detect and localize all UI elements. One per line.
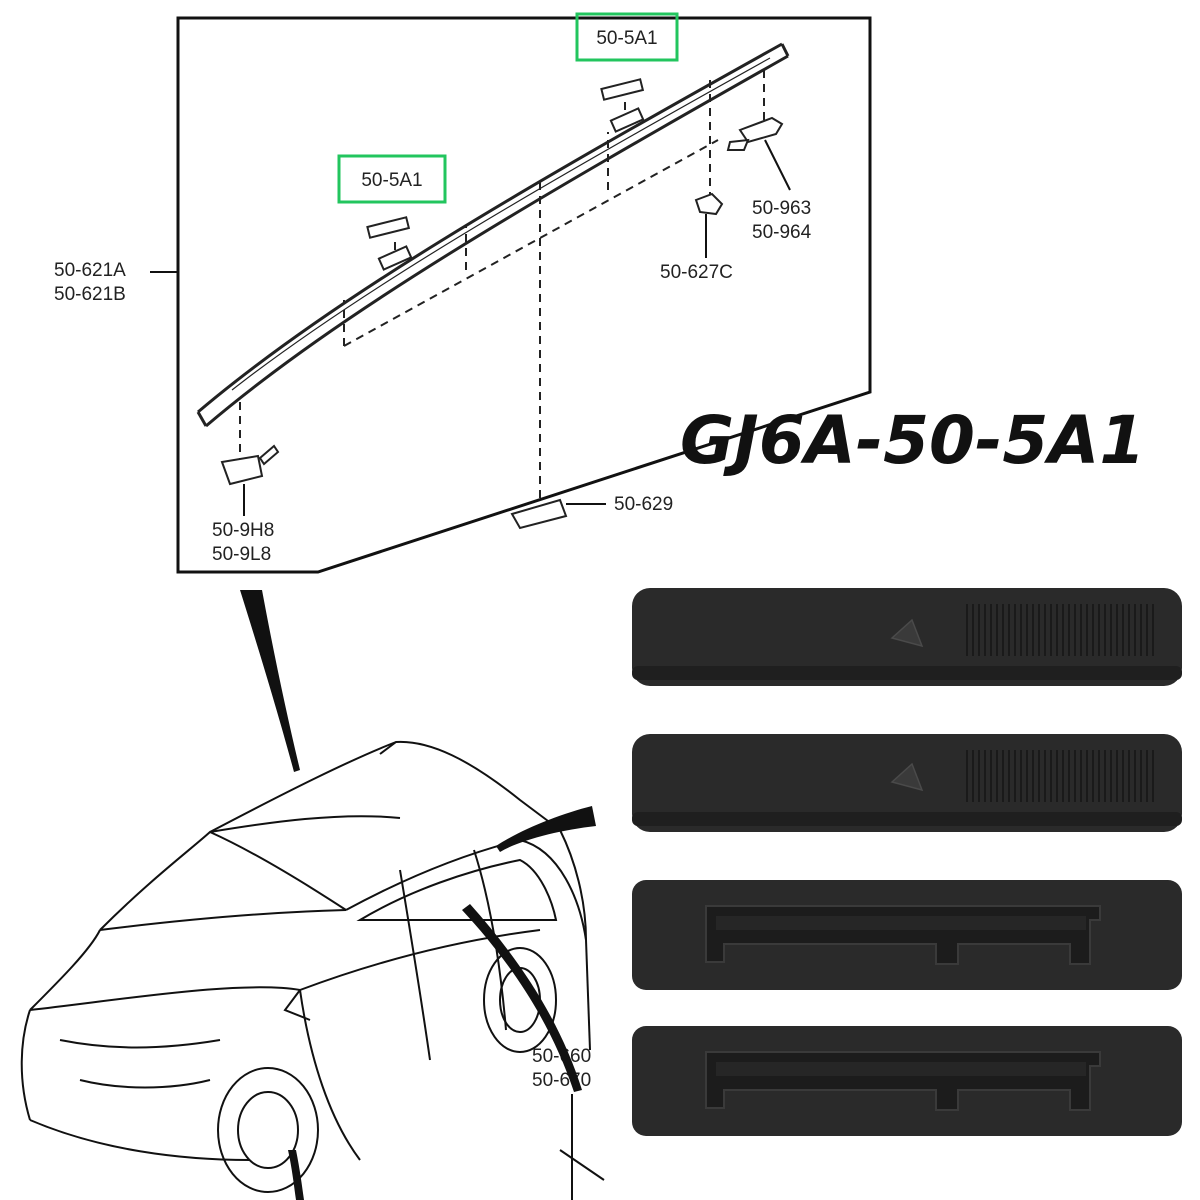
label-clip-c-1: 50-9H8 [212, 520, 274, 541]
label-clip-b: 50-627C [660, 262, 733, 283]
label-molding-2: 50-670 [532, 1070, 591, 1091]
clip-50-9h8 [220, 444, 280, 486]
callout-b-label: 50-5A1 [596, 28, 657, 49]
part-labels: 50-621A 50-621B 50-963 50-964 50-627C 50… [54, 198, 812, 1091]
label-rail-1: 50-621A [54, 260, 126, 281]
rubber-cover-top-icon [890, 618, 924, 648]
callout-a-label: 50-5A1 [361, 170, 422, 191]
loose-cover-a [366, 216, 411, 239]
molding-strip [559, 1094, 605, 1200]
cover-photo-2 [632, 734, 1182, 832]
clip-50-629 [510, 498, 568, 530]
cover-photo-4 [632, 1026, 1182, 1136]
pointer-lines [240, 590, 596, 1200]
label-clip-a-2: 50-964 [752, 222, 812, 243]
cover-photo-3 [632, 880, 1182, 990]
label-clip-d: 50-629 [614, 494, 673, 515]
roof-rail [196, 42, 790, 428]
callout-a: 50-5A1 [337, 154, 447, 204]
label-rail-2: 50-621B [54, 284, 126, 305]
rail-cover-a [377, 245, 413, 271]
clip-50-963 [726, 116, 784, 151]
diagram-frame [176, 16, 872, 574]
callout-b: 50-5A1 [575, 12, 679, 62]
leader-lines [150, 139, 791, 516]
rail-cover-b [609, 107, 645, 133]
dashed-guides [239, 70, 765, 498]
label-clip-a-1: 50-963 [752, 198, 811, 219]
car-drawing [20, 740, 591, 1193]
clip-50-627c [694, 192, 724, 216]
cover-photo-1 [632, 588, 1182, 686]
label-clip-c-2: 50-9L8 [212, 544, 271, 565]
loose-cover-b [600, 78, 645, 101]
part-number-title: GJ6A-50-5A1 [680, 402, 1145, 479]
